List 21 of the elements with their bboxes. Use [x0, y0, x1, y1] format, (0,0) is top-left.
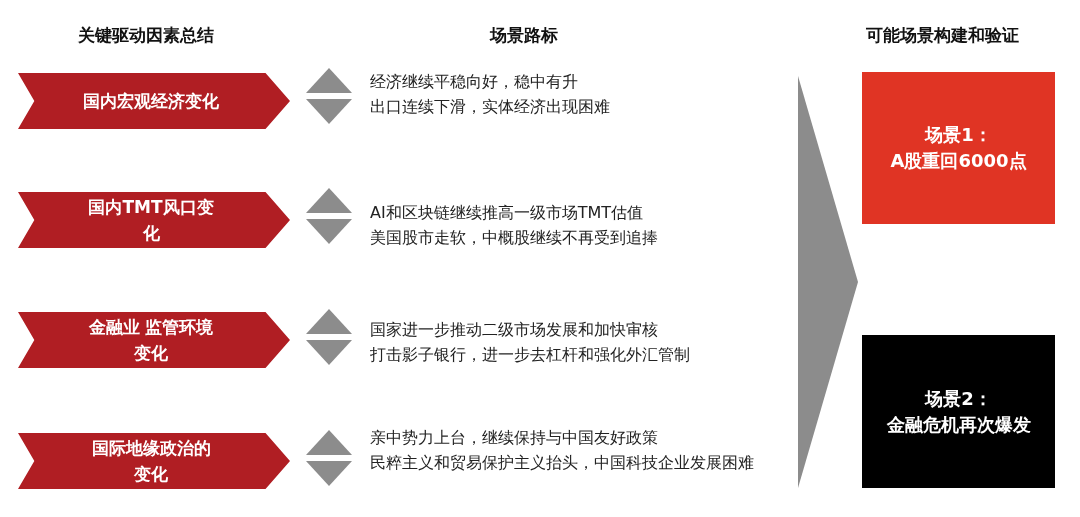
- column-heading: 场景路标: [490, 24, 558, 47]
- scenario-box: [862, 335, 1055, 488]
- signpost-text: AI和区块链继续推高一级市场TMT估值: [370, 202, 643, 224]
- signpost-text: 国家进一步推动二级市场发展和加快审核: [370, 319, 658, 341]
- signpost-text: 出口连续下滑，实体经济出现困难: [370, 96, 610, 118]
- column-heading: 关键驱动因素总结: [78, 24, 214, 47]
- banner-text: 金融业 监管环境变化: [87, 316, 215, 365]
- signpost-text: 民粹主义和贸易保护主义抬头，中国科技企业发展困难: [370, 452, 755, 474]
- signpost-text: 打击影子银行，进一步去杠杆和强化外汇管制: [370, 344, 690, 366]
- scenario-text: 金融危机再次爆发: [886, 412, 1031, 437]
- column-heading: 可能场景构建和验证: [866, 24, 1019, 47]
- scenario-box: [862, 72, 1055, 224]
- scenario-title: 场景2：: [925, 386, 992, 411]
- banner-text: 国内TMT风口变化: [87, 196, 215, 245]
- signpost-text: 经济继续平稳向好，稳中有升: [370, 71, 578, 93]
- scenario-text: A股重回6000点: [890, 149, 1027, 173]
- banner-text: 国内宏观经济变化: [83, 90, 219, 113]
- scenario-title: 场景1：: [925, 123, 992, 147]
- signpost-text: 美国股市走软，中概股继续不再受到追捧: [370, 227, 658, 249]
- signpost-text: 亲中势力上台，继续保持与中国友好政策: [370, 427, 658, 449]
- banner-text: 国际地缘政治的变化: [90, 437, 212, 486]
